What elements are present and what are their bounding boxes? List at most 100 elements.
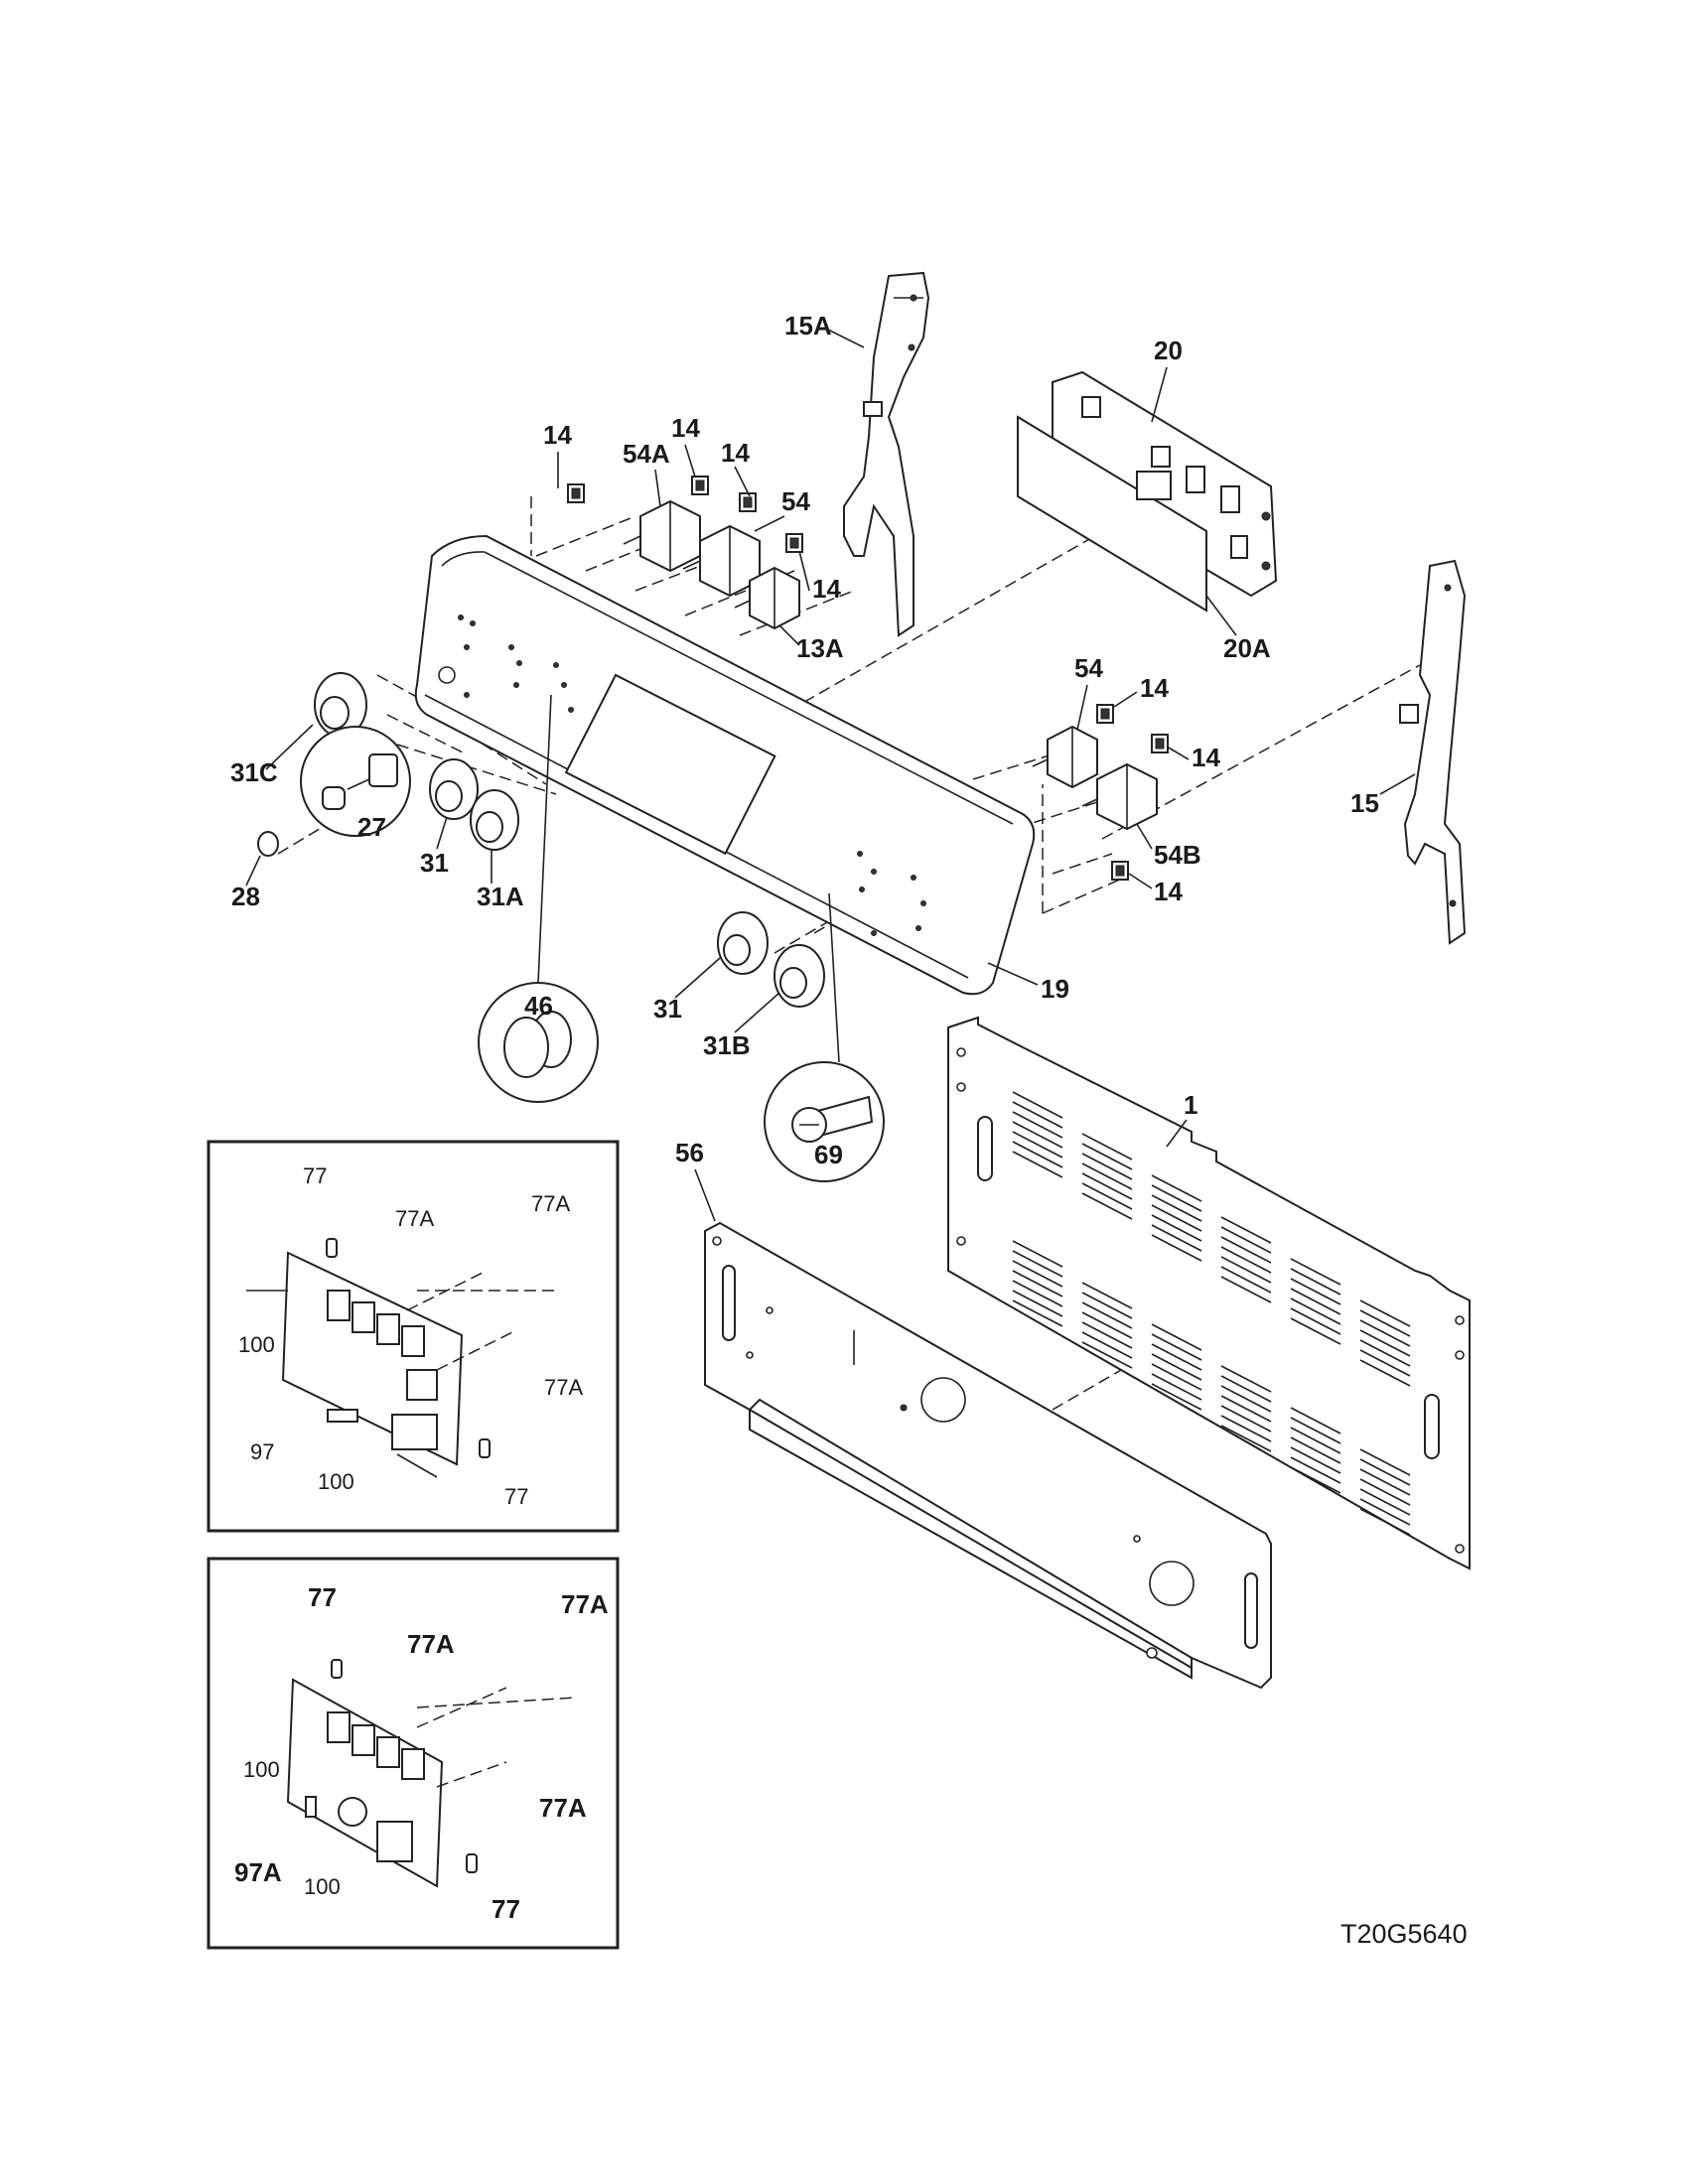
side-bracket-15: [1399, 559, 1467, 945]
vent-slot: [1290, 1288, 1341, 1315]
vent-slot: [1012, 1101, 1063, 1129]
vent-slot: [1290, 1278, 1341, 1305]
vent-slot: [1220, 1405, 1272, 1433]
vent-slot: [1290, 1307, 1341, 1335]
vent-slot: [1151, 1174, 1202, 1202]
label-13a: 13A: [796, 633, 844, 663]
vent-slot: [1290, 1317, 1341, 1345]
vent-slot: [1151, 1353, 1202, 1381]
vent-slot: [1220, 1385, 1272, 1413]
vent-slot: [1081, 1182, 1133, 1210]
vent-slot: [1012, 1280, 1063, 1307]
vent-slot: [1290, 1297, 1341, 1325]
label-1: 1: [1184, 1090, 1197, 1120]
vent-slot: [1220, 1276, 1272, 1303]
vent-slot: [1359, 1319, 1411, 1347]
label-46: 46: [524, 991, 553, 1021]
inset-label-77a: 77A: [539, 1793, 587, 1823]
vent-slot: [1151, 1204, 1202, 1232]
vent-slot: [1081, 1341, 1133, 1369]
label-14: 14: [812, 574, 841, 604]
inset-label-77a: 77A: [544, 1375, 583, 1400]
vent-slot: [1359, 1448, 1411, 1476]
inset-label-77: 77: [308, 1582, 337, 1612]
label-31a: 31A: [477, 882, 524, 911]
vent-slot: [1290, 1258, 1341, 1286]
vent-slot: [1081, 1133, 1133, 1160]
vent-slot: [1220, 1365, 1272, 1393]
vent-slot: [1081, 1282, 1133, 1309]
label-54b: 54B: [1154, 840, 1201, 870]
vent-slot: [1081, 1292, 1133, 1319]
vent-slot: [1012, 1111, 1063, 1139]
label-14: 14: [1154, 877, 1183, 906]
vent-slot: [1012, 1141, 1063, 1168]
vent-slot: [1012, 1250, 1063, 1278]
inset-lower-board-97a: 77 77A 77A 100 77A 97A 100 77: [207, 1557, 620, 1950]
label-69: 69: [814, 1140, 843, 1169]
vent-slot: [1359, 1329, 1411, 1357]
vent-slot: [1359, 1339, 1411, 1367]
vent-slot: [1359, 1458, 1411, 1486]
label-14: 14: [671, 413, 700, 443]
switch-13a: [734, 566, 800, 630]
detail-46-plug: [478, 694, 599, 1103]
label-54: 54: [781, 486, 810, 516]
vent-slot: [1081, 1162, 1133, 1190]
knob-31: [429, 758, 479, 820]
inset-label-100: 100: [243, 1757, 280, 1782]
vent-slot: [1359, 1508, 1411, 1536]
vent-slot: [1220, 1415, 1272, 1442]
detail-27-valve: [300, 726, 411, 837]
knob-31a: [470, 789, 519, 851]
inset-label-77a: 77A: [531, 1191, 570, 1216]
inset-label-77: 77: [303, 1163, 327, 1188]
vent-slot: [1359, 1299, 1411, 1327]
vent-slot: [1081, 1153, 1133, 1180]
vent-slot: [1081, 1192, 1133, 1220]
label-20a: 20A: [1223, 633, 1271, 663]
label-15a: 15A: [784, 311, 832, 341]
leader-lines: [245, 327, 1416, 1222]
label-31: 31: [653, 994, 682, 1024]
label-31: 31: [420, 848, 449, 878]
vent-slot: [1290, 1268, 1341, 1296]
vent-slot: [1220, 1236, 1272, 1264]
vent-slot: [1151, 1383, 1202, 1411]
inset-label-77a: 77A: [407, 1629, 455, 1659]
vent-slot: [1081, 1331, 1133, 1359]
cap-28: [257, 831, 279, 857]
vent-slot: [1290, 1427, 1341, 1454]
vent-slot: [1151, 1373, 1202, 1401]
switch-54a: [623, 499, 701, 573]
vent-slot: [1012, 1290, 1063, 1317]
vent-slot: [1359, 1309, 1411, 1337]
label-15: 15: [1350, 788, 1379, 818]
drawing-code: T20G5640: [1340, 1919, 1468, 1949]
vent-slot: [1359, 1359, 1411, 1387]
vent-slot: [1220, 1425, 1272, 1452]
inset-label-77a: 77A: [395, 1206, 434, 1231]
vent-slot: [1359, 1468, 1411, 1496]
label-31b: 31B: [703, 1030, 751, 1060]
label-27: 27: [357, 812, 386, 842]
vent-slot: [1290, 1466, 1341, 1494]
vent-slot: [1220, 1375, 1272, 1403]
label-20: 20: [1154, 336, 1183, 365]
label-14: 14: [1192, 743, 1220, 772]
label-54a: 54A: [623, 439, 670, 469]
vent-slot: [1012, 1131, 1063, 1159]
vent-slot: [1290, 1456, 1341, 1484]
vent-slot: [1081, 1321, 1133, 1349]
inset-label-77: 77: [504, 1484, 528, 1509]
vent-slot: [1151, 1363, 1202, 1391]
vent-slot: [1151, 1214, 1202, 1242]
label-14: 14: [721, 438, 750, 468]
vent-slot: [1220, 1246, 1272, 1274]
inset-upper-board-97: 77 77A 77A 100 77A 97 100 77: [207, 1140, 620, 1533]
vent-slot: [1012, 1260, 1063, 1288]
knob-31b: [774, 944, 825, 1008]
control-panel-19: [414, 534, 1036, 996]
knob-31c: [314, 672, 367, 738]
